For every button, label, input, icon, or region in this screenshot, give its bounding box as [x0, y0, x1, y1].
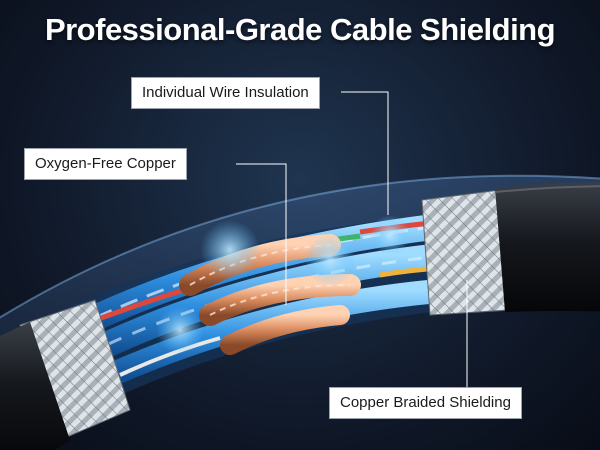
background-arc-edge: [0, 174, 600, 319]
callout-oxygen-free-copper: Oxygen-Free Copper: [24, 148, 187, 180]
headline: Professional-Grade Cable Shielding: [44, 12, 556, 47]
callout-wire-insulation: Individual Wire Insulation: [131, 77, 320, 109]
leader-wire-insulation: [341, 91, 389, 215]
callout-braided-shielding: Copper Braided Shielding: [329, 387, 522, 419]
leader-lines: [236, 91, 468, 402]
leader-oxygen-free-copper: [236, 163, 287, 305]
glow-highlights: [156, 215, 410, 354]
jacket-left: [0, 322, 70, 450]
jacket-right: [495, 182, 600, 312]
